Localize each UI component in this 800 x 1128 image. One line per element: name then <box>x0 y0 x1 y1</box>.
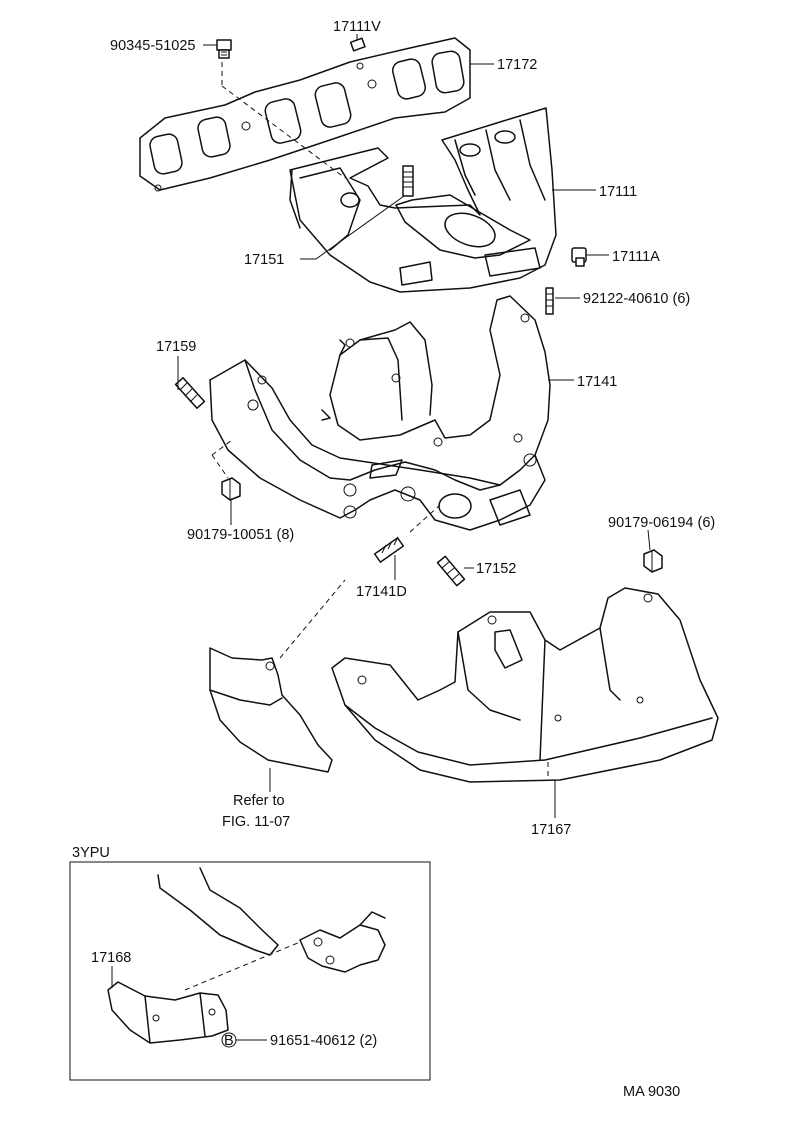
label-page-code: MA 9030 <box>623 1084 680 1100</box>
label-gasket-17172: 17172 <box>497 57 537 73</box>
nut-90179-10051 <box>221 477 241 501</box>
intake-manifold-17111 <box>289 107 557 293</box>
stud-17151 <box>402 165 414 197</box>
label-inset-insulator: 17168 <box>91 950 131 966</box>
label-heat-insulator: 17167 <box>531 822 571 838</box>
inset-3ypu <box>69 861 431 1081</box>
label-drain-plug: 90345-51025 <box>110 38 195 54</box>
label-inset-bolt-marker: B <box>224 1033 234 1049</box>
gasket-17172 <box>139 37 471 192</box>
label-refer-line1: Refer to <box>233 793 285 809</box>
heat-insulator-17167 <box>331 587 719 783</box>
label-pin-17111v: 17111V <box>333 19 381 35</box>
label-intake-manifold: 17111 <box>599 184 637 200</box>
plug-17111a <box>571 247 587 267</box>
leader-lines <box>111 34 651 1041</box>
stud-17159 <box>174 377 233 479</box>
stud-92122 <box>545 287 554 315</box>
stud-17141d <box>373 504 441 563</box>
label-stud-17151: 17151 <box>244 252 284 268</box>
label-stud-17152: 17152 <box>476 561 516 577</box>
label-nut-90179-06194: 90179-06194 (6) <box>608 515 715 531</box>
label-exhaust-manifold: 17141 <box>577 374 617 390</box>
insulator-refer-fig <box>209 579 346 773</box>
label-stud-17159: 17159 <box>156 339 196 355</box>
pin-17111v <box>349 37 366 52</box>
labels: 90345-51025 17111V 17172 17111 17151 171… <box>72 19 715 1100</box>
exhaust-manifold-17141 <box>209 295 551 531</box>
label-plug-17111a: 17111A <box>612 249 660 265</box>
inset-frame <box>69 861 431 1081</box>
label-nut-90179-10051: 90179-10051 (8) <box>187 527 294 543</box>
label-inset-bolt: 91651-40612 (2) <box>270 1033 377 1049</box>
label-stud-92122: 92122-40610 (6) <box>583 291 690 307</box>
drain-plug-90345 <box>216 39 346 179</box>
nut-90179-06194 <box>643 549 663 573</box>
label-stud-17141d: 17141D <box>356 584 407 600</box>
label-inset-variant: 3YPU <box>72 845 110 861</box>
stud-17152 <box>436 555 466 587</box>
label-refer-line2: FIG. 11-07 <box>222 814 290 830</box>
